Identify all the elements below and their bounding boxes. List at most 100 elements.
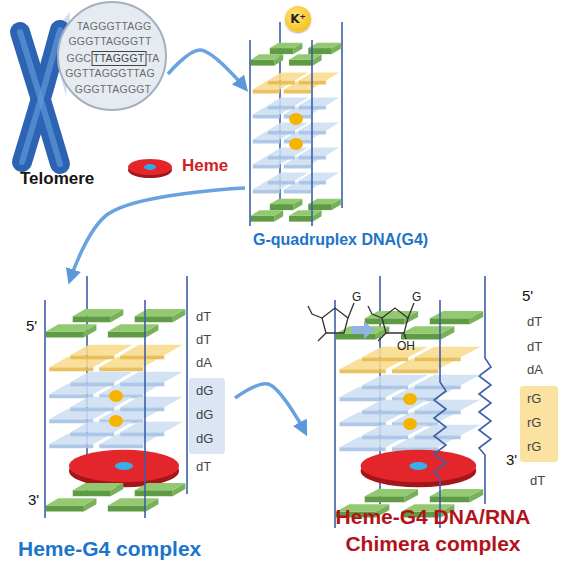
loop-base-front [73,316,111,322]
quartet-tile-front [268,80,295,84]
glycosidic-bond [348,303,354,318]
nucleotide-label: dG [196,432,213,445]
quartet-tile-front [392,369,438,373]
quartet-tile-front [49,444,93,448]
sequence-text: GGGTTAGGGTT [68,36,151,47]
quartet-tile [120,372,182,383]
loop-base [270,43,303,48]
sequence-text: TA [146,53,159,64]
nucleotide-label: dG [196,408,213,421]
backbone-strand [341,22,343,208]
quartet-tile-front [362,435,408,439]
strand-end-label: 3' [28,492,39,507]
quartet-tile [415,347,481,358]
loop-base-front [336,334,376,340]
quartet-tile-front [253,189,280,193]
quadruplex-structure [250,22,342,226]
nucleotide-label: dT [527,340,542,353]
potassium-ion [109,390,123,402]
nucleotide-label: dA [196,356,212,369]
backbone-strand [186,276,188,494]
loop-base [430,489,483,496]
panel-title: G-quadruplex DNA(G4) [253,230,463,251]
sequence-row: TAGGGTTAGG [77,21,152,32]
quartet-tile-front [362,410,408,414]
loop-base [251,54,284,59]
loop-base [108,498,159,505]
chromosome [20,2,166,164]
quartet-tile-front [70,382,114,386]
chemical-label: G [412,291,421,303]
chromosome-highlight [22,30,60,162]
sequence-row: GGGTTAGGGTT [68,36,151,47]
loop-base [308,43,341,48]
sequence-row: GGGTTAGGGT [75,84,151,95]
quartet-tile-front [49,367,93,371]
quartet-tile [415,375,481,386]
backbone-strand [249,40,251,226]
hydroxyl-bond [404,333,406,339]
quadruplex-structure [335,276,491,528]
sequence-text: GGGTTAGGGT [75,84,151,95]
glycosidic-bond [408,303,414,318]
sequence-text: TAGGGTTAGG [77,21,152,32]
loop-base-front [365,496,405,502]
loop-base [73,483,124,490]
strand-end-label: 5' [26,318,37,333]
iron-center [409,462,427,470]
quartet-tile-front [70,407,114,411]
loop-base-front [73,490,111,496]
nucleotide-label: dT [196,310,211,323]
quartet-tile [415,425,481,436]
nucleotide-label: rG [527,416,541,429]
quartet-tile-front [253,139,280,143]
loop-base [46,324,97,331]
phosphate-bond [368,306,382,318]
quartet-tile-front [268,105,295,109]
potassium-ion [289,138,303,150]
quartet-tile-front [340,369,386,373]
loop-base-front [251,60,275,66]
quartet-tile-front [253,114,280,118]
sequence-row: GGCTTAGGGTTA [67,51,160,66]
sequence-row: GGTTAGGGTTAG [65,68,155,79]
phosphate-bond [378,333,386,341]
loop-base-front [430,318,470,324]
quartet-tile-front [99,367,143,371]
sequence-text: GGTTAGGGTTAG [65,68,155,79]
panel-title: Telomere [20,168,160,190]
nucleotide-label: dT [530,474,545,487]
quartet-tile-front [340,397,386,401]
backbone-strand [334,300,336,528]
quartet-tile [299,173,339,181]
quartet-tile-front [99,444,143,448]
ribo-band [520,386,558,462]
loop-base [365,489,418,496]
chemical-label: G [352,291,361,303]
quartet-tile [120,422,182,433]
quartet-tile-front [415,385,461,389]
chemical-label: OH [397,340,415,352]
backbone-strand [44,300,46,518]
loop-base-front [401,334,441,340]
loop-base-front [108,332,146,338]
quartet-tile [299,98,339,106]
potassium-ion [109,415,123,427]
quartet-tile-front [120,432,164,436]
potassium-ion [403,418,417,430]
phosphate-bond [318,333,326,341]
strand-end-label: 3' [506,452,517,467]
sugar-ring [382,308,408,333]
nucleotide-label: rG [527,392,541,405]
nucleotide-label: dT [196,460,211,473]
quartet-tile-front [362,357,408,361]
backbone-strand [144,300,146,518]
quartet-tile [415,400,481,411]
quartet-tile-front [340,422,386,426]
nucleotide-label: rG [527,440,541,453]
figure-panel: G-quadruplex DNA(G4) [245,25,455,250]
loop-base [430,311,483,318]
